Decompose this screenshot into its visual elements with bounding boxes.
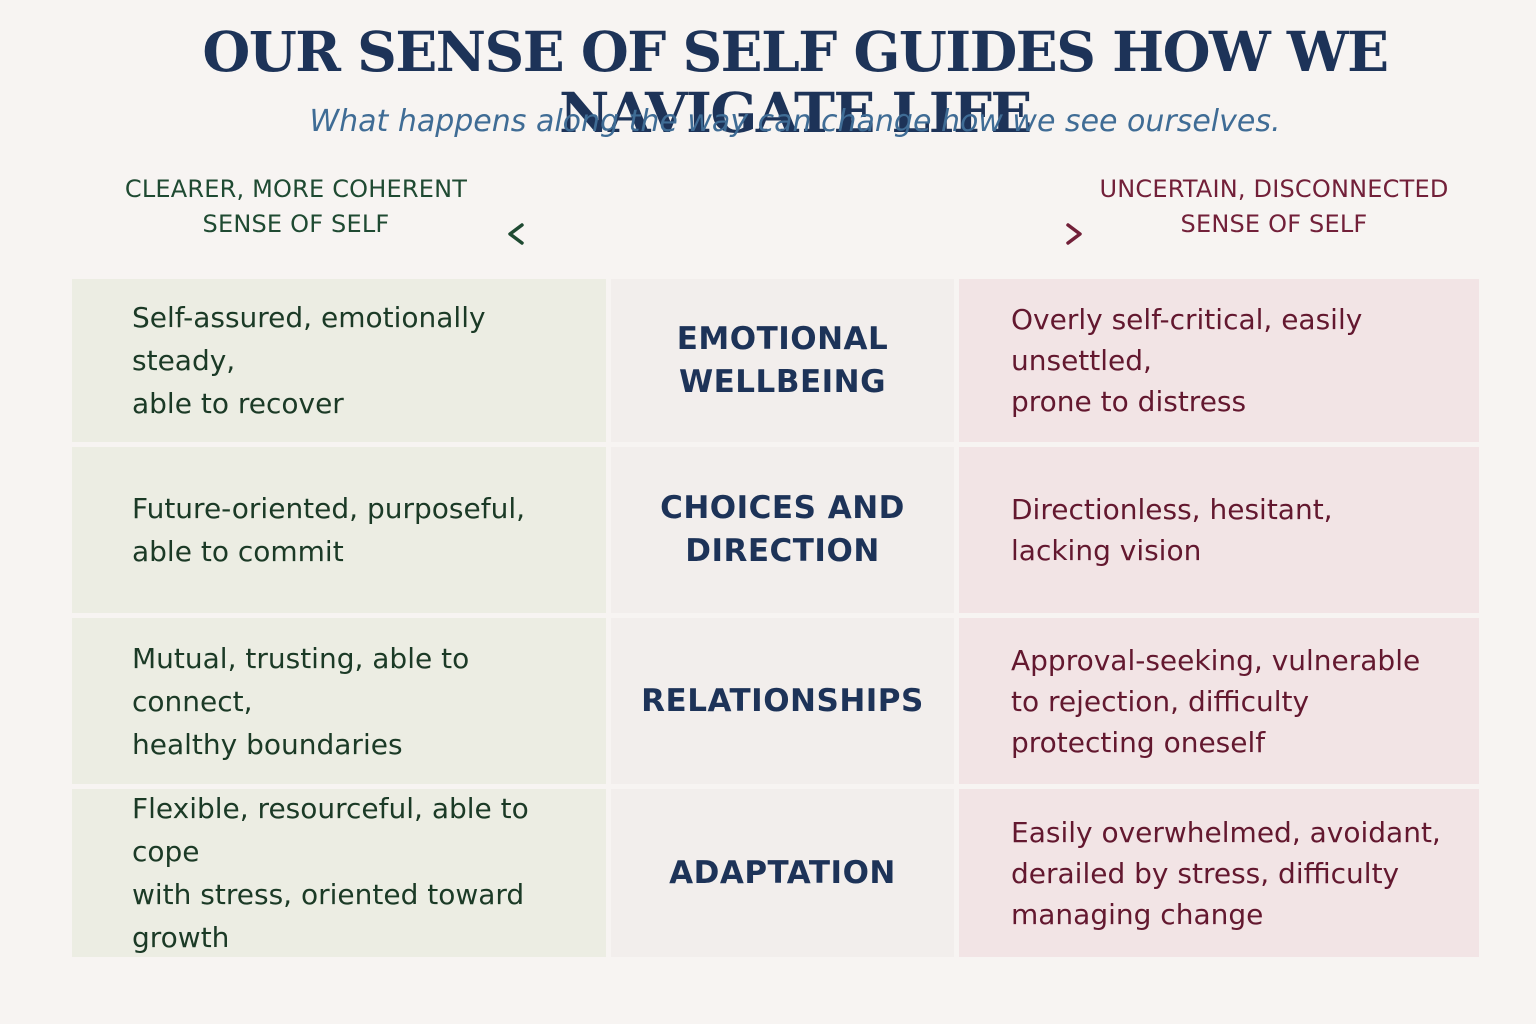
uncertain-description-line: protecting oneself <box>1011 725 1266 759</box>
uncertain-description-line: lacking vision <box>1011 534 1202 567</box>
spectrum-left-label-line1: CLEARER, MORE COHERENT <box>124 175 468 203</box>
uncertain-description-cell: Easily overwhelmed, avoidant, derailed b… <box>959 789 1479 957</box>
uncertain-description-line: prone to distress <box>1011 385 1247 418</box>
category-label-line: ADAPTATION <box>669 854 896 891</box>
category-cell: RELATIONSHIPS <box>611 618 954 784</box>
coherent-description-cell: Future-oriented, purposeful, able to com… <box>72 447 606 613</box>
coherent-description-line: Mutual, trusting, able to connect, <box>132 641 470 718</box>
coherent-description-cell: Mutual, trusting, able to connect, healt… <box>72 618 606 784</box>
uncertain-description-line: Directionless, hesitant, <box>1011 493 1333 526</box>
uncertain-description-line: Easily overwhelmed, avoidant, <box>1011 815 1441 849</box>
page-title: OUR SENSE OF SELF GUIDES HOW WE NAVIGATE… <box>202 19 1389 145</box>
comparison-grid: Self-assured, emotionally steady, able t… <box>72 279 1482 962</box>
coherent-description-line: with stress, oriented toward growth <box>132 878 525 954</box>
coherent-description-line: Flexible, resourceful, able to cope <box>132 792 529 868</box>
coherent-description-line: able to commit <box>132 535 344 568</box>
uncertain-description-line: to rejection, difficulty <box>1011 684 1310 718</box>
coherent-description-line: Self-assured, emotionally steady, <box>132 301 486 377</box>
coherent-description-cell: Flexible, resourceful, able to cope with… <box>72 789 606 957</box>
uncertain-description-line: Approval-seeking, vulnerable <box>1011 643 1421 677</box>
table-row: Self-assured, emotionally steady, able t… <box>72 279 1482 442</box>
category-cell: EMOTIONAL WELLBEING <box>611 279 954 442</box>
spectrum-right-label: UNCERTAIN, DISCONNECTED SENSE OF SELF <box>1076 172 1472 242</box>
spectrum-right-label-line1: UNCERTAIN, DISCONNECTED <box>1099 175 1449 203</box>
spectrum-left-label: CLEARER, MORE COHERENT SENSE OF SELF <box>100 172 492 242</box>
uncertain-description-line: managing change <box>1011 897 1264 931</box>
coherent-description-line: healthy boundaries <box>132 727 403 761</box>
page-subtitle: What happens along the way can change ho… <box>309 104 1281 139</box>
coherent-description-line: Future-oriented, purposeful, <box>132 492 525 525</box>
uncertain-description-line: derailed by stress, difficulty <box>1011 856 1400 890</box>
double-headed-arrow-icon <box>508 223 1082 245</box>
table-row: Future-oriented, purposeful, able to com… <box>72 447 1482 613</box>
coherent-description-cell: Self-assured, emotionally steady, able t… <box>72 279 606 442</box>
uncertain-description-cell: Approval-seeking, vulnerable to rejectio… <box>959 618 1479 784</box>
category-label-line: RELATIONSHIPS <box>641 682 924 719</box>
spectrum-left-label-line2: SENSE OF SELF <box>202 210 390 238</box>
coherent-description-line: able to recover <box>132 387 344 420</box>
category-cell: CHOICES AND DIRECTION <box>611 447 954 613</box>
uncertain-description-line: Overly self-critical, easily unsettled, <box>1011 303 1363 377</box>
category-label-line: WELLBEING <box>678 363 887 400</box>
category-label-line: EMOTIONAL <box>676 320 889 357</box>
uncertain-description-cell: Directionless, hesitant, lacking vision <box>959 447 1479 613</box>
table-row: Flexible, resourceful, able to cope with… <box>72 789 1482 957</box>
category-label-line: CHOICES AND <box>660 490 905 526</box>
spectrum-right-label-line2: SENSE OF SELF <box>1180 210 1368 238</box>
category-label-line: DIRECTION <box>685 533 880 569</box>
category-cell: ADAPTATION <box>611 789 954 957</box>
table-row: Mutual, trusting, able to connect, healt… <box>72 618 1482 784</box>
uncertain-description-cell: Overly self-critical, easily unsettled, … <box>959 279 1479 442</box>
